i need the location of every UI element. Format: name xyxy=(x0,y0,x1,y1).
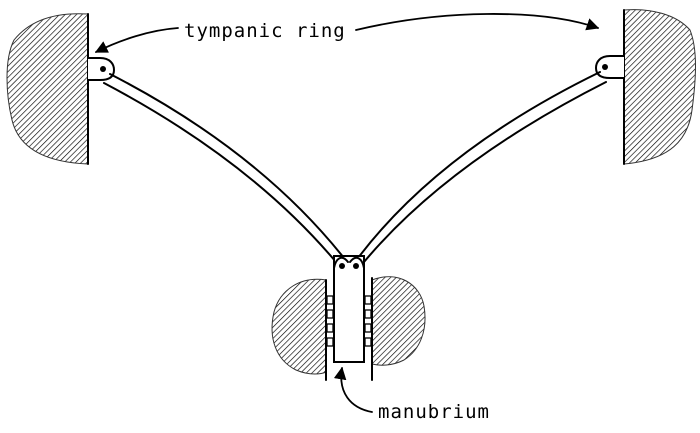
arrow-to-right-ring xyxy=(355,13,600,31)
left-membrane-band xyxy=(103,73,345,263)
arrow-to-manubrium xyxy=(333,366,373,413)
manubrium-body xyxy=(333,255,365,363)
left-tympanic-ring xyxy=(6,13,116,165)
right-ring-notch xyxy=(594,55,624,79)
manubrium-tissue xyxy=(271,276,426,381)
arrow-to-left-ring xyxy=(94,27,179,53)
manubrium-attachment-tabs xyxy=(326,295,372,347)
tympanic-ring-label: tympanic ring xyxy=(184,20,346,42)
left-attachment-dot xyxy=(339,263,345,269)
right-membrane-band xyxy=(357,71,607,263)
right-attachment-dot xyxy=(353,263,359,269)
manubrium-label: manubrium xyxy=(378,401,490,423)
right-tympanic-ring xyxy=(594,9,696,165)
